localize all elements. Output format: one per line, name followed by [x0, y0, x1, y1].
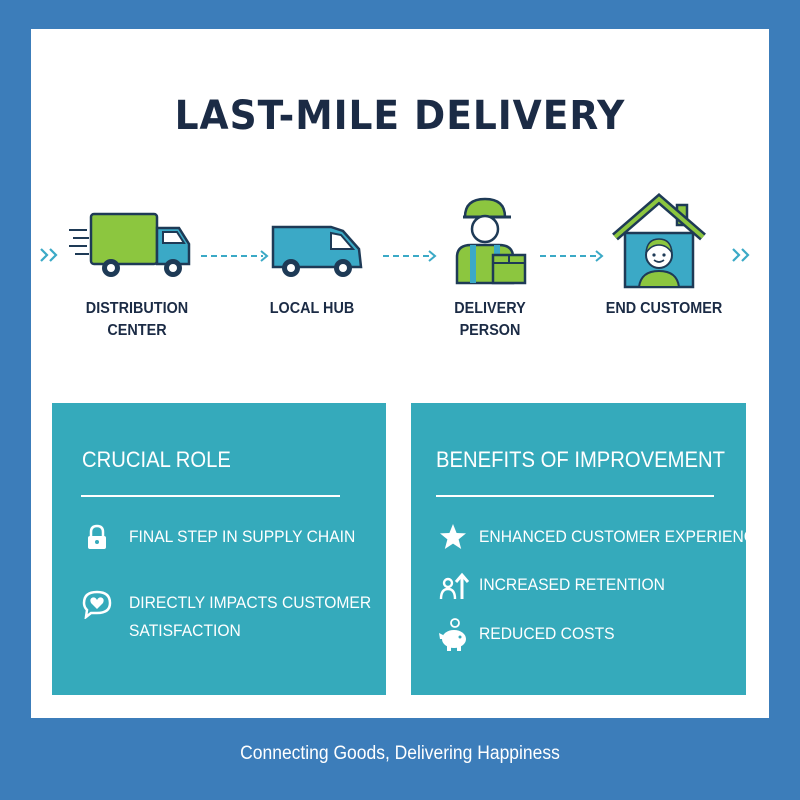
node-label-line: PERSON: [459, 322, 521, 339]
lock-icon: [86, 524, 108, 550]
list-item: ENHANCED CUSTOMER EXPERIENCE: [479, 527, 766, 546]
benefits-panel: BENEFITS OF IMPROVEMENT ENHANCED CUSTOME…: [411, 403, 765, 695]
node-label-delivery-person: DELIVERY PERSON: [441, 298, 540, 342]
list-item: INCREASED RETENTION: [479, 575, 665, 594]
page-title: LAST-MILE DELIVERY: [174, 93, 626, 139]
tagline: Connecting Goods, Delivering Happiness: [240, 743, 560, 764]
double-chevron-right-icon: [731, 247, 753, 263]
heart-speech-bubble-icon: [82, 589, 112, 619]
node-label-local-hub: LOCAL HUB: [263, 298, 362, 320]
list-item: REDUCED COSTS: [479, 624, 615, 643]
star-icon: [439, 523, 467, 551]
list-item: DIRECTLY IMPACTS CUSTOMER SATISFACTION: [129, 589, 371, 645]
dashed-arrow-right-icon: [540, 250, 606, 262]
crucial-role-panel: CRUCIAL ROLE FINAL STEP IN SUPPLY CHAIN …: [52, 403, 386, 695]
node-label-line: END CUSTOMER: [605, 300, 723, 317]
person-up-arrow-icon: [439, 571, 469, 601]
customer-home-icon: [611, 193, 707, 289]
node-label-line: DELIVERY: [454, 300, 526, 317]
panel-title: BENEFITS OF IMPROVEMENT: [436, 447, 726, 472]
delivery-person-icon: [451, 197, 531, 285]
node-label-distribution-center: DISTRIBUTION CENTER: [81, 298, 193, 342]
list-item-line: DIRECTLY IMPACTS CUSTOMER: [129, 593, 372, 612]
node-label-line: DISTRIBUTION: [85, 300, 189, 317]
panel-divider: [81, 495, 340, 497]
delivery-truck-icon: [69, 212, 195, 282]
dashed-arrow-right-icon: [201, 250, 271, 262]
double-chevron-right-icon: [39, 247, 61, 263]
list-item: FINAL STEP IN SUPPLY CHAIN: [129, 527, 356, 546]
list-item-line: SATISFACTION: [129, 621, 241, 640]
dashed-arrow-right-icon: [383, 250, 439, 262]
panel-divider: [436, 495, 714, 497]
panel-title: CRUCIAL ROLE: [82, 447, 231, 472]
node-label-line: CENTER: [107, 322, 167, 339]
node-label-line: LOCAL HUB: [269, 300, 355, 317]
delivery-van-icon: [269, 223, 365, 279]
piggy-bank-icon: [438, 618, 470, 652]
infographic-card: LAST-MILE DELIVERY DISTRIBUTION CENTER: [31, 29, 769, 718]
node-label-end-customer: END CUSTOMER: [597, 298, 732, 320]
